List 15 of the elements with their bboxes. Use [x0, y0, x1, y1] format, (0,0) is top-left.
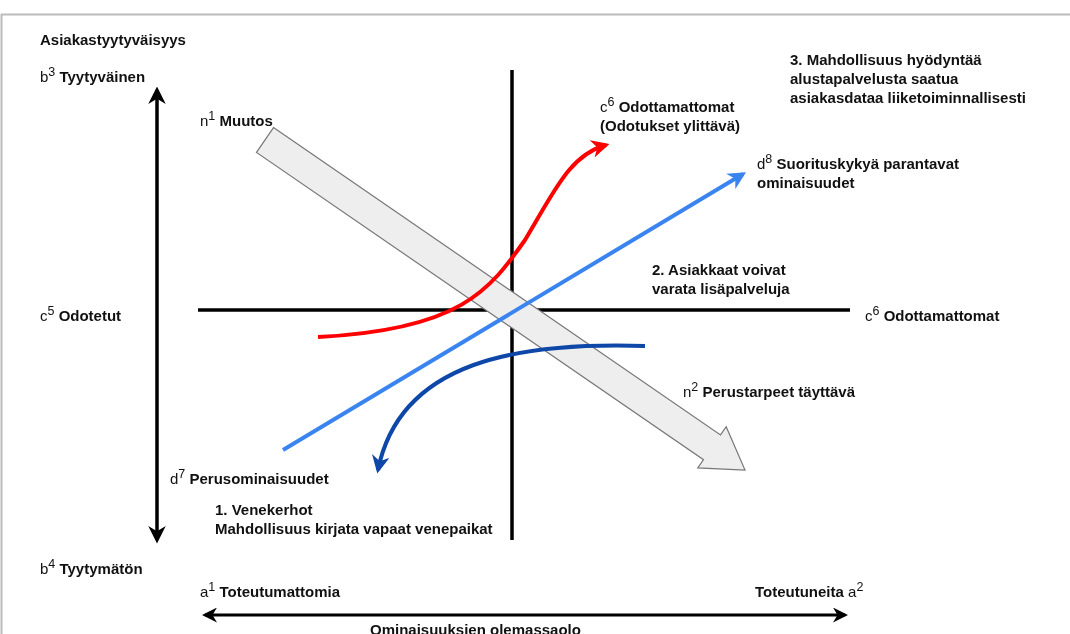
line-label: d$^{8}$ Suorituskykyä parantavat ominaisuudet: [757, 151, 961, 192]
axis-end-label: a$^{1}$ Toteutumattomia: [200, 579, 341, 601]
axis-end-label: b$^{3}$ Tyytyväinen: [40, 64, 146, 86]
axis-end-label: b$^{4}$ Tyytymätön: [40, 556, 143, 578]
axis-label: c$^{6}$ Odottamattomat: [865, 303, 1000, 325]
annotation-text: 2. Asiakkaat voivat varata lisäpalveluja: [652, 260, 790, 298]
line-label: d$^{7}$ Perusominaisuudet: [170, 466, 329, 488]
axis-label: c$^{5}$ Odotetut: [40, 303, 122, 325]
arrow-label: n$^{2}$ Perustarpeet täyttävä: [683, 379, 856, 401]
axis-end-label: Toteutuneita a$^{2}$: [755, 579, 864, 601]
arrow-label: n$^{1}$ Muutos: [200, 108, 273, 130]
annotation-text: 1. Venekerhot Mahdollisuus kirjata vapaat venepaikat: [215, 500, 493, 538]
axis-title: Asiakastyytyväisyys: [40, 30, 186, 49]
annotation-text: 3. Mahdollisuus hyödyntää alustapalvelusta saatua asiakasdataa liiketoiminnallisesti: [790, 50, 1026, 107]
curve-label: c$^{6}$ Odottamattomat (Odotukset ylittävä): [600, 94, 742, 135]
